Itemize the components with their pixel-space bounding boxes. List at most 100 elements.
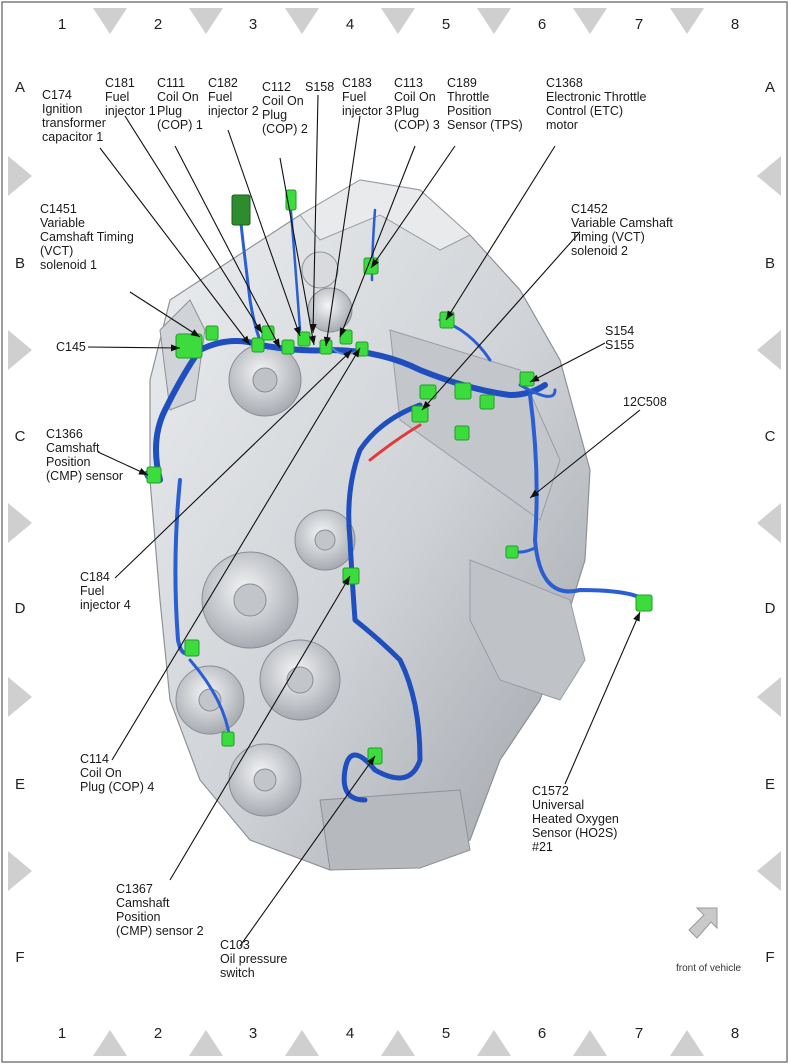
- grid-row-left-F: F: [15, 949, 25, 966]
- edge-marker-left-0: [8, 156, 32, 196]
- edge-marker-left-4: [8, 851, 32, 891]
- grid-col-bottom-3: 3: [248, 1025, 258, 1042]
- callout-c145: C145: [56, 340, 86, 354]
- grid-col-top-6: 6: [537, 16, 547, 33]
- edge-marker-left-2: [8, 503, 32, 543]
- leader-c1572: [564, 611, 641, 785]
- connector-c1451: [205, 325, 219, 341]
- grid-col-bottom-5: 5: [441, 1025, 451, 1042]
- callout-c1366: C1366 Camshaft Position (CMP) sensor: [46, 427, 124, 483]
- edge-marker-right-2: [757, 503, 781, 543]
- arrowhead-c111: [272, 338, 280, 348]
- leader-c1368: [445, 145, 556, 321]
- leader-s154: [529, 342, 606, 383]
- edge-marker-right-0: [757, 156, 781, 196]
- callout-c112: C112 Coil On Plug (COP) 2: [262, 80, 308, 136]
- grid-row-right-C: C: [764, 428, 776, 445]
- callout-c111: C111 Coil On Plug (COP) 1: [157, 76, 203, 132]
- callout-c1367: C1367 Camshaft Position (CMP) sensor 2: [116, 882, 204, 938]
- connector-c174: [251, 337, 265, 353]
- connector-green-dark: [231, 194, 251, 226]
- arrowhead-c1366: [138, 468, 148, 475]
- callout-c1368: C1368 Electronic Throttle Control (ETC) …: [546, 76, 647, 132]
- edge-marker-top-5: [573, 8, 607, 34]
- edge-marker-bottom-2: [285, 1030, 319, 1056]
- grid-col-top-1: 1: [57, 16, 67, 33]
- arrowhead-c1451: [190, 329, 200, 337]
- callout-c184: C184 Fuel injector 4: [80, 570, 131, 612]
- arrowhead-c181: [254, 323, 262, 333]
- grid-col-top-5: 5: [441, 16, 451, 33]
- grid-col-top-7: 7: [634, 16, 644, 33]
- connector-c145: [175, 333, 203, 359]
- edge-marker-right-3: [757, 677, 781, 717]
- grid-col-top-8: 8: [730, 16, 740, 33]
- leader-c114: [111, 347, 361, 761]
- grid-col-bottom-1: 1: [57, 1025, 67, 1042]
- callout-s158: S158: [305, 80, 335, 94]
- callout-12c508: 12C508: [623, 395, 667, 409]
- edge-marker-bottom-4: [477, 1030, 511, 1056]
- arrowhead-c114: [352, 348, 360, 358]
- callout-c103: C103 Oil pressure switch: [220, 938, 288, 980]
- edge-marker-top-0: [93, 8, 127, 34]
- leader-s158: [312, 94, 319, 334]
- callout-c1451: C1451 Variable Camshaft Timing (VCT) sol…: [40, 202, 134, 272]
- intake-top: [299, 179, 471, 251]
- arrowhead-c113: [340, 327, 347, 337]
- leader-c1366: [97, 451, 149, 476]
- arrowhead-c189: [371, 258, 379, 268]
- leader-c145: [87, 346, 181, 349]
- edge-marker-left-3: [8, 677, 32, 717]
- leader-c111: [174, 145, 281, 349]
- callout-c114: C114 Coil On Plug (COP) 4: [80, 752, 155, 794]
- grid-col-bottom-8: 8: [730, 1025, 740, 1042]
- connector-c1366: [146, 466, 162, 484]
- exhaust-manifold: [469, 559, 586, 701]
- front-of-vehicle-arrow-icon: [688, 907, 718, 939]
- grid-edge-markers: [8, 8, 781, 1056]
- leader-c112: [279, 157, 315, 346]
- grid-row-right-E: E: [764, 776, 775, 793]
- callout-c1572: C1572 Universal Heated Oxygen Sensor (HO…: [532, 784, 619, 854]
- arrowhead-c1368: [446, 310, 454, 320]
- arrowhead-c1452: [422, 400, 431, 410]
- arrowhead-c112: [308, 335, 316, 345]
- callout-c174: C174 Ignition transformer capacitor 1: [42, 88, 106, 144]
- grid-row-right-B: B: [764, 255, 775, 272]
- leader-c189: [370, 145, 456, 269]
- callout-c189: C189 Throttle Position Sensor (TPS): [447, 76, 523, 132]
- callout-c113: C113 Coil On Plug (COP) 3: [394, 76, 440, 132]
- grid-col-top-2: 2: [153, 16, 163, 33]
- edge-marker-right-4: [757, 851, 781, 891]
- leader-lines: [87, 94, 641, 947]
- front-of-vehicle-label: front of vehicle: [676, 963, 742, 974]
- arrowhead-c183: [323, 336, 331, 346]
- callout-c183: C183 Fuel injector 3: [342, 76, 393, 118]
- grid-col-bottom-6: 6: [537, 1025, 547, 1042]
- grid-col-bottom-2: 2: [153, 1025, 163, 1042]
- callout-s154-s155: S154 S155: [605, 324, 635, 352]
- arrowhead-s158: [309, 323, 317, 333]
- grid-col-top-4: 4: [345, 16, 355, 33]
- edge-marker-bottom-1: [189, 1030, 223, 1056]
- edge-marker-top-3: [381, 8, 415, 34]
- callout-c1452: C1452 Variable Camshaft Timing (VCT) sol…: [571, 202, 673, 258]
- edge-marker-top-2: [285, 8, 319, 34]
- edge-marker-right-1: [757, 330, 781, 370]
- grid-row-right-A: A: [764, 79, 775, 96]
- arrowhead-12c508: [530, 489, 540, 498]
- grid-row-right-D: D: [764, 600, 776, 617]
- grid-row-left-C: C: [14, 428, 26, 445]
- connector-c1572: [635, 594, 653, 612]
- grid-col-bottom-4: 4: [345, 1025, 355, 1042]
- arrowhead-c184: [343, 350, 352, 359]
- connector-c1452: [411, 405, 429, 423]
- edge-marker-bottom-5: [573, 1030, 607, 1056]
- grid-row-right-F: F: [765, 949, 775, 966]
- edge-marker-left-1: [8, 330, 32, 370]
- arrowhead-c1367: [342, 576, 350, 586]
- edge-marker-bottom-0: [93, 1030, 127, 1056]
- leader-c181: [124, 115, 263, 334]
